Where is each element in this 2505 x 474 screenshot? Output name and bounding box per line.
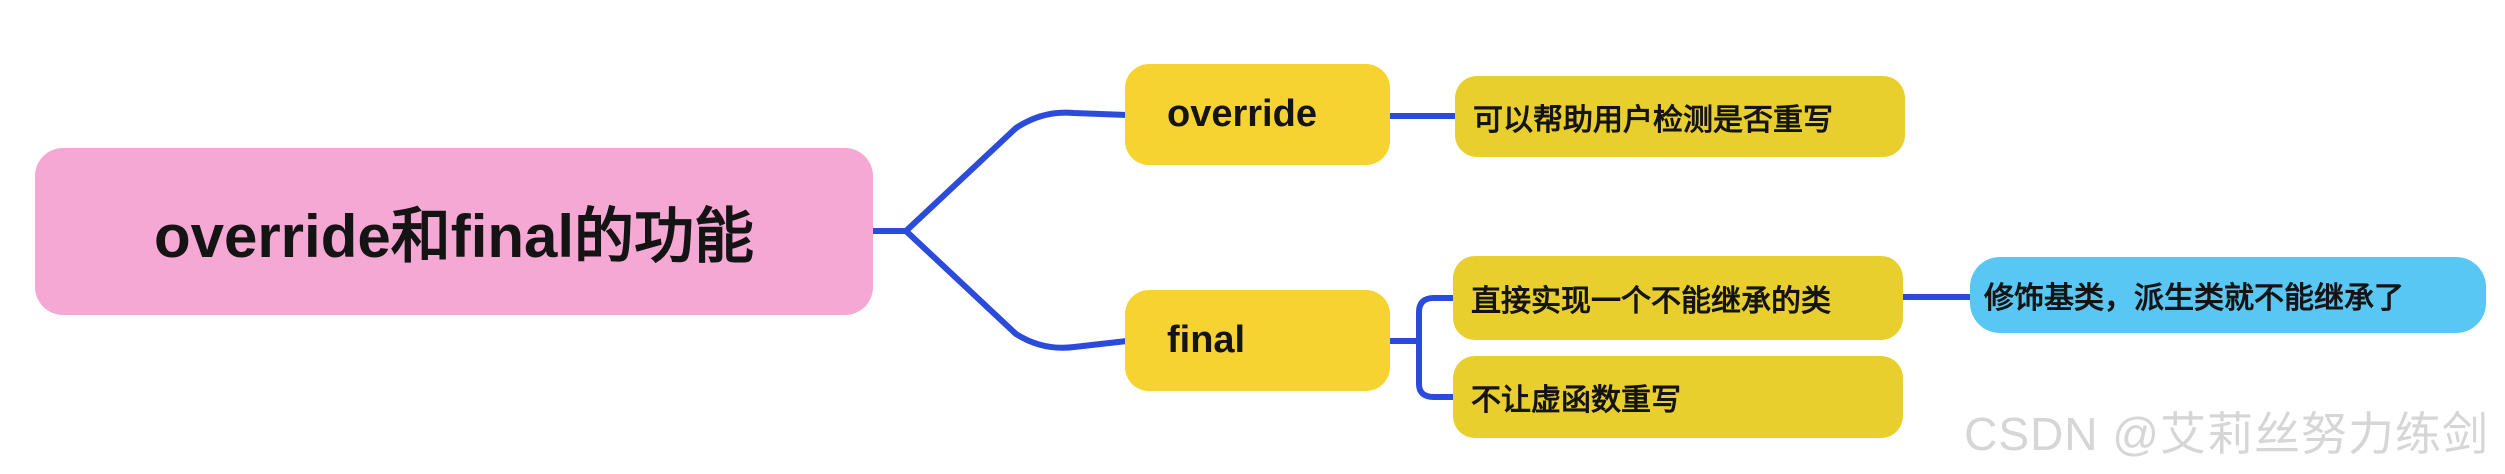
edge-root-final [903, 228, 1130, 351]
branch-node-override[interactable]: override [1125, 64, 1390, 165]
child-node-final-novirtual-override-label: 不让虚函数重写 [1471, 384, 1681, 417]
branch-node-override-label: override [1167, 93, 1317, 135]
root-topic-node[interactable]: override和final的功能 [35, 148, 873, 315]
child-node-final-noinherit-class-label: 直接实现一个不能继承的类 [1471, 285, 1831, 318]
edge-final-bracket [1416, 295, 1458, 400]
grandchild-node-base-class-note-label: 修饰基类，派生类就不能继承了 [1984, 282, 2404, 315]
grandchild-node-base-class-note[interactable]: 修饰基类，派生类就不能继承了 [1970, 257, 2486, 333]
child-node-override-detect[interactable]: 可以帮助用户检测是否重写 [1455, 76, 1905, 157]
csdn-watermark: CSDN @艾莉丝努力练剑 [1964, 408, 2489, 460]
child-node-final-novirtual-override[interactable]: 不让虚函数重写 [1453, 356, 1903, 438]
edge-root-override [903, 109, 1130, 234]
child-node-override-detect-label: 可以帮助用户检测是否重写 [1473, 103, 1833, 137]
root-topic-label: override和final的功能 [153, 203, 755, 270]
branch-node-final-label: final [1167, 319, 1246, 361]
branch-node-final[interactable]: final [1125, 290, 1390, 391]
child-node-final-noinherit-class[interactable]: 直接实现一个不能继承的类 [1453, 256, 1903, 340]
